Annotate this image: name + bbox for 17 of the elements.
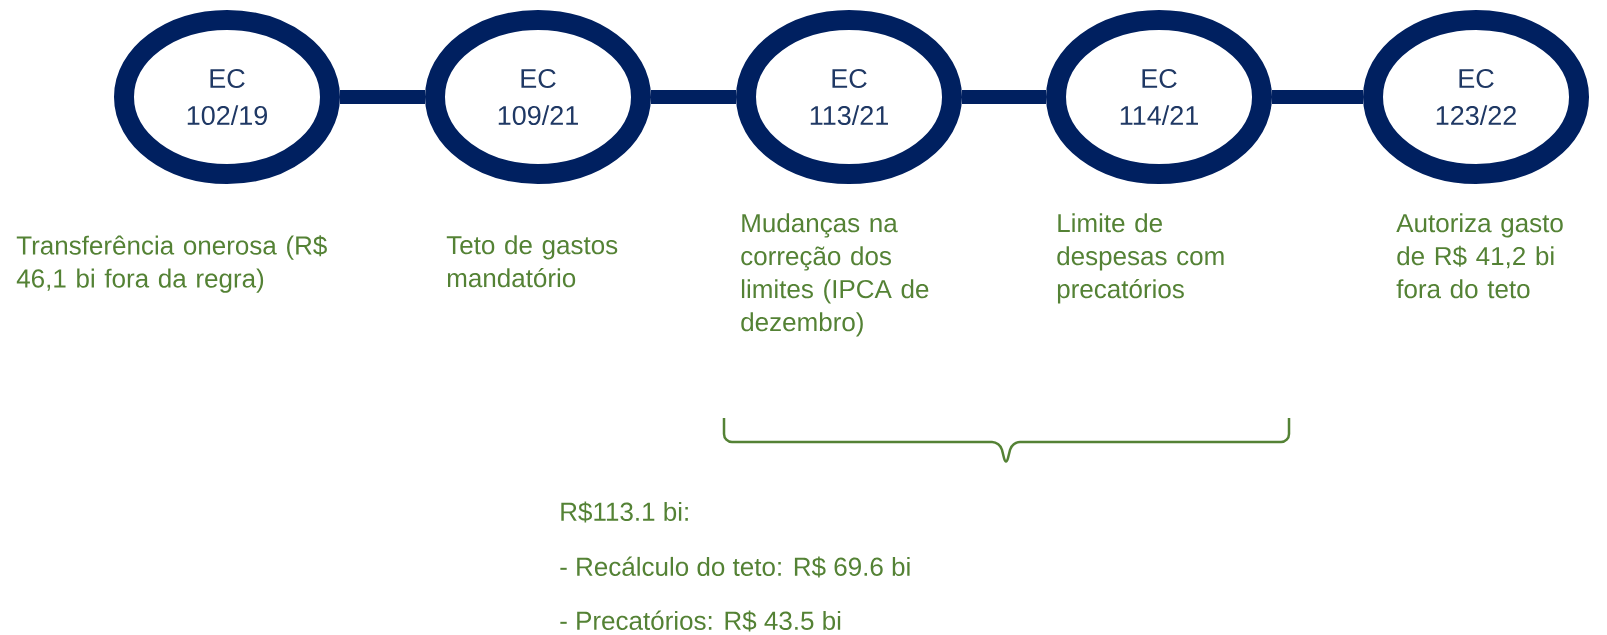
connector-bar [1272, 90, 1363, 104]
ellipse-node: EC 113/21 [736, 10, 962, 184]
description-text: Teto de gastos mandatório [446, 235, 618, 288]
summary-text: R$113.1 bi: [561, 501, 688, 523]
ellipse-node: EC 109/21 [425, 10, 651, 184]
summary-text: - Precatórios: R$ 43.5 bi [560, 610, 841, 632]
connector-bar [651, 90, 736, 104]
connector-bar [962, 90, 1046, 104]
description-text: Limite de despesas com precatórios [1057, 213, 1224, 304]
description-text: Transferência onerosa (R$ 46,1 bi fora da regra) [16, 235, 327, 293]
ellipse-node: EC 123/22 [1363, 10, 1589, 184]
ellipse-node: EC 102/19 [114, 10, 340, 184]
ellipse-node: EC 114/21 [1046, 10, 1272, 184]
connector-bar [340, 90, 425, 104]
description-text: Mudanças na correção dos limites (IPCA de dezembro) [741, 213, 929, 337]
summary-text: - Recálculo do teto: R$ 69.6 bi [560, 556, 910, 578]
description-text: Autoriza gasto de R$ 41,2 bi fora do teto [1396, 213, 1563, 299]
